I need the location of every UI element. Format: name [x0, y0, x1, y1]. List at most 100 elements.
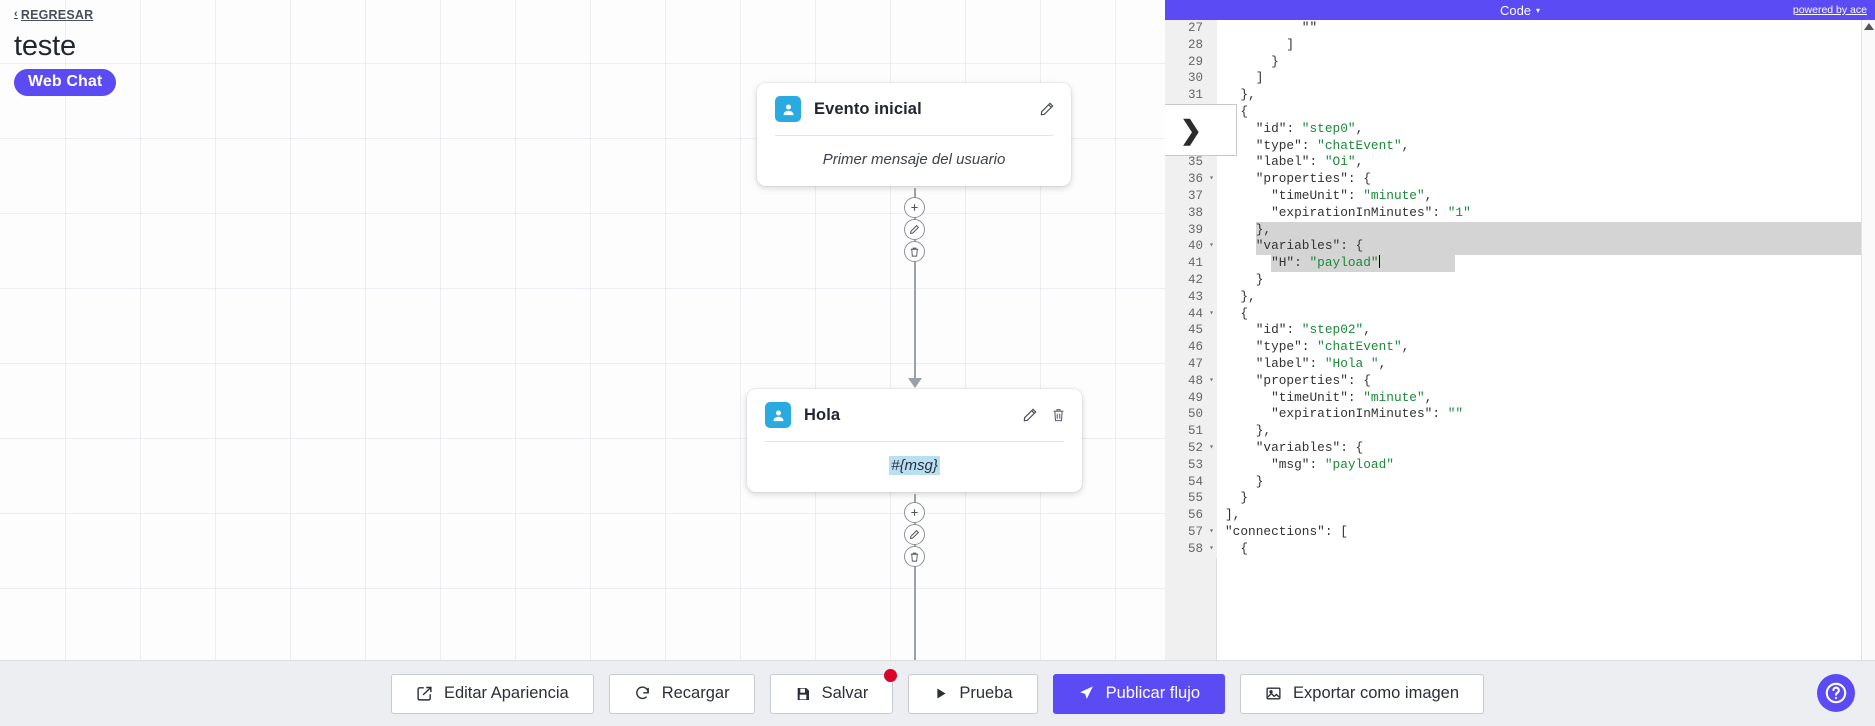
- code-line[interactable]: 30 ]: [1165, 70, 1875, 88]
- edit-icon[interactable]: [1022, 407, 1038, 423]
- code-line-text: "msg": "payload": [1271, 456, 1394, 472]
- unsaved-changes-badge: [884, 668, 898, 682]
- node-header: Evento inicial: [757, 83, 1071, 135]
- flow-node-evento-inicial[interactable]: Evento inicial Primer mensaje del usuari…: [757, 83, 1071, 186]
- line-number: 37: [1165, 187, 1217, 205]
- line-number: 53: [1165, 456, 1217, 474]
- code-line-text: "type": "chatEvent",: [1255, 339, 1410, 355]
- add-icon[interactable]: [904, 197, 925, 218]
- toolbar-button-editar-apariencia[interactable]: Editar Apariencia: [390, 673, 594, 714]
- code-line[interactable]: 51 },: [1165, 423, 1875, 440]
- code-line-text: },: [1225, 423, 1272, 439]
- text-cursor: [1378, 255, 1380, 269]
- code-line[interactable]: 34 "type": "chatEvent",: [1165, 137, 1875, 155]
- code-line[interactable]: 39 },: [1165, 221, 1875, 239]
- image-icon: [1265, 685, 1282, 702]
- question-circle-icon[interactable]: [1817, 674, 1855, 712]
- code-line[interactable]: 54 }: [1165, 473, 1875, 491]
- toolbar-button-label: Recargar: [661, 684, 730, 702]
- add-icon[interactable]: [904, 502, 925, 523]
- toolbar-button-salvar[interactable]: Salvar: [769, 668, 898, 714]
- fold-toggle-icon[interactable]: ▾: [1209, 543, 1214, 553]
- connector-line-1: [914, 188, 916, 382]
- scroll-up-arrow-icon[interactable]: [1864, 23, 1874, 30]
- code-fold-widget[interactable]: ❯: [1165, 104, 1237, 156]
- code-line[interactable]: 28 ]: [1165, 36, 1875, 54]
- code-line[interactable]: 55 }: [1165, 490, 1875, 508]
- play-icon: [933, 686, 948, 701]
- code-vertical-scrollbar[interactable]: [1861, 20, 1875, 660]
- flow-canvas[interactable]: ‹ REGRESAR teste Web Chat Evento inicial: [0, 0, 1165, 660]
- powered-by-ace-link[interactable]: powered by ace: [1792, 4, 1867, 16]
- code-line[interactable]: 40▾ "variables": {: [1165, 238, 1875, 256]
- code-selection-highlight: [1271, 255, 1455, 272]
- flow-node-hola[interactable]: Hola #{msg}: [747, 389, 1082, 492]
- code-line[interactable]: 27 "": [1165, 20, 1875, 37]
- line-number: 58▾: [1165, 540, 1217, 558]
- fold-toggle-icon[interactable]: ▾: [1209, 442, 1214, 452]
- back-link[interactable]: ‹ REGRESAR: [14, 8, 93, 22]
- code-content-area[interactable]: 27 ""28 ]29 }30 ]31 },32▾ {33 "id": "ste…: [1165, 20, 1875, 660]
- code-line[interactable]: 53 "msg": "payload": [1165, 456, 1875, 474]
- fold-toggle-icon[interactable]: ▾: [1209, 174, 1214, 184]
- edit-icon[interactable]: [1039, 101, 1055, 117]
- code-line[interactable]: 56],: [1165, 507, 1875, 524]
- connector-buttons-1: [904, 197, 925, 262]
- toolbar-button-label: Exportar como imagen: [1293, 684, 1460, 702]
- code-editor-panel[interactable]: Code ▾ powered by ace 27 ""28 ]29 }30 ]3…: [1165, 0, 1875, 660]
- code-line[interactable]: 57▾"connections": [: [1165, 523, 1875, 541]
- connector-arrow-1: [908, 378, 922, 388]
- code-line[interactable]: 37 "timeUnit": "minute",: [1165, 187, 1875, 205]
- code-line[interactable]: 31 },: [1165, 87, 1875, 104]
- line-number: 47: [1165, 355, 1217, 373]
- code-line[interactable]: 49 "timeUnit": "minute",: [1165, 389, 1875, 407]
- line-number: 48▾: [1165, 372, 1217, 390]
- toolbar-button-label: Publicar flujo: [1105, 684, 1201, 702]
- code-line[interactable]: 43 },: [1165, 288, 1875, 306]
- toolbar-button-label: Editar Apariencia: [443, 684, 569, 702]
- code-line[interactable]: 58▾ {: [1165, 540, 1875, 558]
- fold-toggle-icon[interactable]: ▾: [1209, 375, 1214, 385]
- code-line[interactable]: 38 "expirationInMinutes": "1": [1165, 204, 1875, 222]
- delete-icon[interactable]: [1051, 407, 1066, 423]
- fold-toggle-icon[interactable]: ▾: [1209, 241, 1214, 251]
- fold-toggle-icon[interactable]: ▾: [1209, 308, 1214, 318]
- code-line-text: },: [1225, 87, 1256, 103]
- channel-badge: Web Chat: [14, 69, 117, 97]
- node-actions: [1039, 101, 1055, 117]
- toolbar-button-exportar-como-imagen[interactable]: Exportar como imagen: [1240, 673, 1485, 714]
- code-line[interactable]: 52▾ "variables": {: [1165, 439, 1875, 457]
- code-lines[interactable]: 27 ""28 ]29 }30 ]31 },32▾ {33 "id": "ste…: [1165, 20, 1875, 558]
- edit-icon[interactable]: [904, 524, 925, 545]
- code-editor-title-dropdown[interactable]: Code ▾: [1165, 3, 1875, 18]
- code-line[interactable]: 44▾ {: [1165, 305, 1875, 323]
- code-line[interactable]: 32▾ {: [1165, 103, 1875, 121]
- code-line[interactable]: 36▾ "properties": {: [1165, 171, 1875, 188]
- toolbar-button-prueba[interactable]: Prueba: [908, 673, 1038, 714]
- code-line-text: "H": "payload": [1271, 255, 1380, 271]
- code-line-text: {: [1225, 305, 1249, 321]
- code-line[interactable]: 47 "label": "Hola ",: [1165, 355, 1875, 373]
- delete-icon[interactable]: [904, 241, 925, 262]
- toolbar-button-recargar[interactable]: Recargar: [608, 673, 755, 714]
- code-line-text: ]: [1225, 36, 1295, 52]
- code-line[interactable]: 45 "id": "step02",: [1165, 322, 1875, 340]
- code-line[interactable]: 33 "id": "step0",: [1165, 120, 1875, 138]
- code-line[interactable]: 41 "H": "payload": [1165, 255, 1875, 272]
- code-line-text: "id": "step02",: [1255, 322, 1371, 338]
- toolbar-button-publicar-flujo[interactable]: Publicar flujo: [1052, 673, 1226, 714]
- code-line[interactable]: 29 }: [1165, 53, 1875, 71]
- code-line[interactable]: 48▾ "properties": {: [1165, 372, 1875, 390]
- edit-icon[interactable]: [904, 219, 925, 240]
- code-selection-highlight: [1255, 238, 1861, 256]
- fold-toggle-icon[interactable]: ▾: [1209, 526, 1214, 536]
- code-line[interactable]: 46 "type": "chatEvent",: [1165, 339, 1875, 356]
- line-number: 56: [1165, 507, 1217, 524]
- code-line[interactable]: 42 }: [1165, 271, 1875, 289]
- node-actions: [1022, 407, 1066, 423]
- code-line[interactable]: 35 "label": "Oi",: [1165, 154, 1875, 172]
- delete-icon[interactable]: [904, 546, 925, 567]
- code-line[interactable]: 50 "expirationInMinutes": "": [1165, 406, 1875, 424]
- code-line-text: "": [1301, 20, 1318, 35]
